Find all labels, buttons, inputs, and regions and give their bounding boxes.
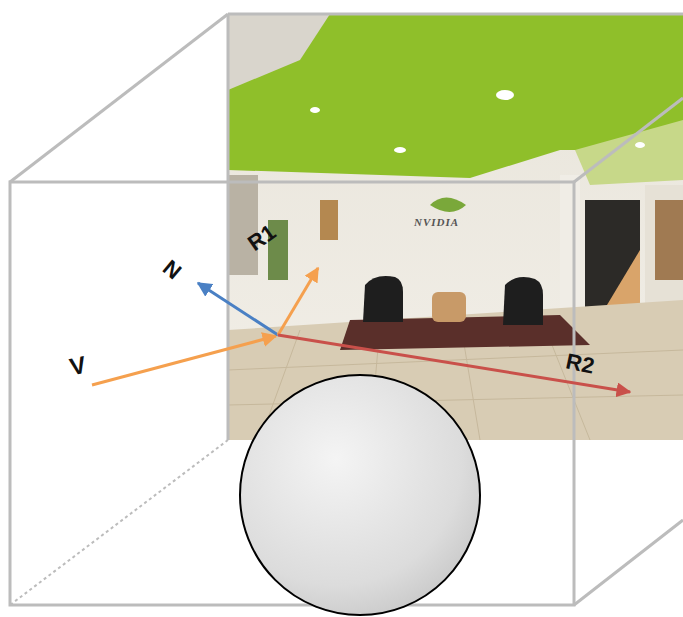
vector-label: N (159, 256, 185, 283)
vectors (92, 268, 630, 392)
environment-photo (228, 14, 683, 440)
sphere (240, 375, 480, 615)
vector-label: R2 (564, 350, 596, 377)
logo-text: NVIDIA (414, 217, 459, 228)
vector-label: V (68, 353, 89, 380)
